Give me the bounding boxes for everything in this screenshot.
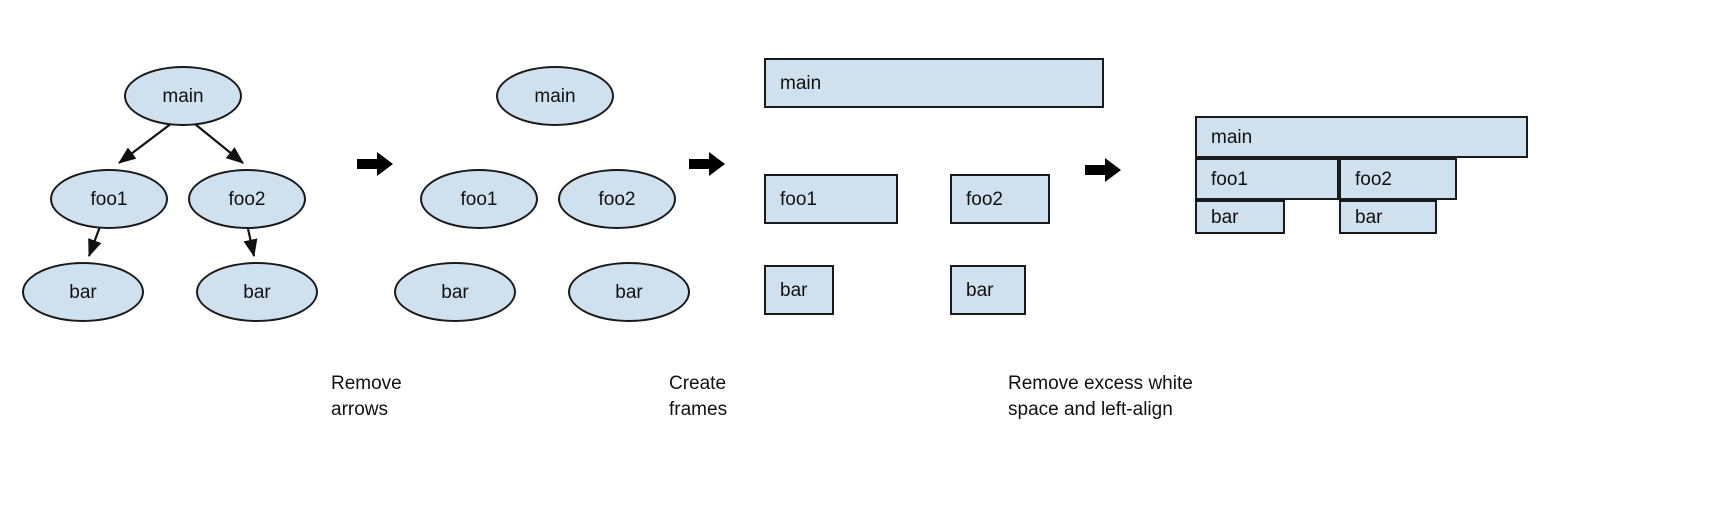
stage2-node-bar-right[interactable]: bar [568, 262, 690, 322]
node-label: bar [966, 279, 994, 301]
stage-arrow-2-icon [689, 151, 725, 177]
stage4-frame-bar-left[interactable]: bar [1195, 200, 1285, 234]
node-label: foo1 [1211, 168, 1248, 190]
stage4-frame-main[interactable]: main [1195, 116, 1528, 158]
stage1-node-bar-right[interactable]: bar [196, 262, 318, 322]
node-label: foo1 [780, 188, 817, 210]
node-label: bar [1355, 206, 1383, 228]
node-label: foo2 [966, 188, 1003, 210]
node-label: bar [243, 281, 271, 303]
stage-arrow-1-icon [357, 151, 393, 177]
stage3-frame-bar-right[interactable]: bar [950, 265, 1026, 315]
stage1-node-foo2[interactable]: foo2 [188, 169, 306, 229]
node-label: bar [780, 279, 808, 301]
node-label: foo1 [460, 188, 498, 210]
node-label: main [162, 85, 204, 107]
stage2-node-foo2[interactable]: foo2 [558, 169, 676, 229]
node-label: main [780, 72, 822, 94]
stage1-node-bar-left[interactable]: bar [22, 262, 144, 322]
caption-remove-white-space: Remove excess white space and left-align [1008, 373, 1193, 420]
node-label: bar [615, 281, 643, 303]
stage2-node-foo1[interactable]: foo1 [420, 169, 538, 229]
stage4-frame-bar-right[interactable]: bar [1339, 200, 1437, 234]
node-label: foo2 [228, 188, 266, 210]
node-label: bar [69, 281, 97, 303]
stage1-node-foo1[interactable]: foo1 [50, 169, 168, 229]
stage-arrow-3-icon [1085, 157, 1121, 183]
node-label: foo2 [598, 188, 636, 210]
node-label: foo2 [1355, 168, 1392, 190]
stage4-frame-foo1[interactable]: foo1 [1195, 158, 1339, 200]
stage3-frame-foo2[interactable]: foo2 [950, 174, 1050, 224]
stage3-frame-main[interactable]: main [764, 58, 1104, 108]
node-label: main [1211, 126, 1253, 148]
stage3-frame-bar-left[interactable]: bar [764, 265, 834, 315]
stage3-frame-foo1[interactable]: foo1 [764, 174, 898, 224]
stage4-frame-foo2[interactable]: foo2 [1339, 158, 1457, 200]
stage1-node-main[interactable]: main [124, 66, 242, 126]
node-label: bar [441, 281, 469, 303]
caption-create-frames: Create frames [669, 373, 728, 420]
node-label: main [534, 85, 576, 107]
node-label: bar [1211, 206, 1239, 228]
stage2-node-main[interactable]: main [496, 66, 614, 126]
caption-remove-arrows: Remove arrows [331, 373, 402, 420]
node-label: foo1 [90, 188, 128, 210]
stage2-node-bar-left[interactable]: bar [394, 262, 516, 322]
